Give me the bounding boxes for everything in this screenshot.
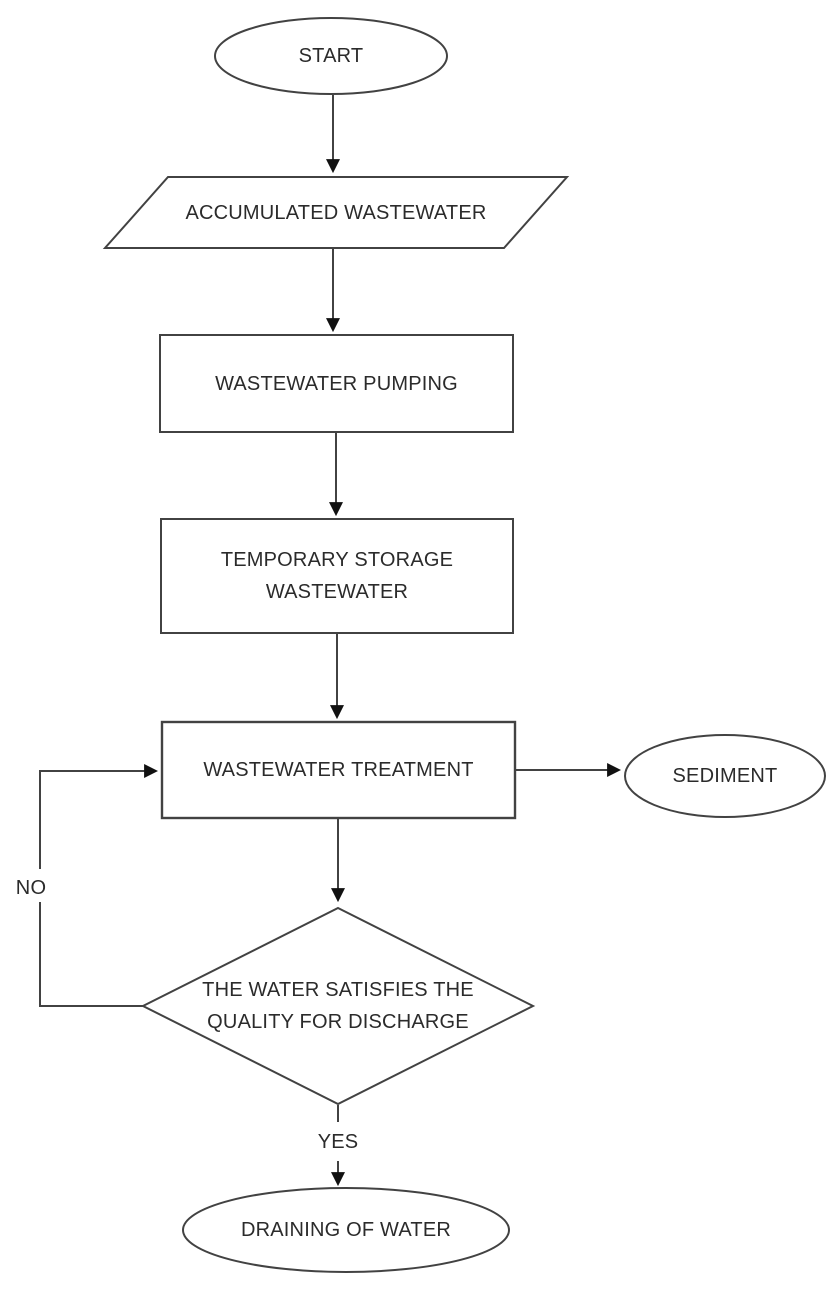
wastewater-treatment-process-shape bbox=[160, 720, 517, 820]
yes-edge-label: YES bbox=[312, 1129, 364, 1155]
accumulated-wastewater-parallelogram-shape bbox=[102, 176, 570, 249]
wastewater-pumping-process-shape bbox=[159, 334, 514, 433]
no-edge-label: NO bbox=[10, 874, 52, 902]
no-edge-label-text: NO bbox=[15, 876, 47, 899]
draining-of-water-terminator-shape bbox=[182, 1187, 510, 1273]
yes-edge-label-text: YES bbox=[317, 1130, 359, 1153]
quality-decision-diamond-shape bbox=[140, 906, 536, 1106]
temporary-storage-process-shape bbox=[160, 518, 514, 634]
edge-no-loop-lower bbox=[39, 901, 143, 1007]
edge-no-loop-upper bbox=[39, 764, 159, 869]
sediment-terminator-shape bbox=[624, 734, 826, 818]
start-terminator-shape bbox=[214, 17, 448, 95]
